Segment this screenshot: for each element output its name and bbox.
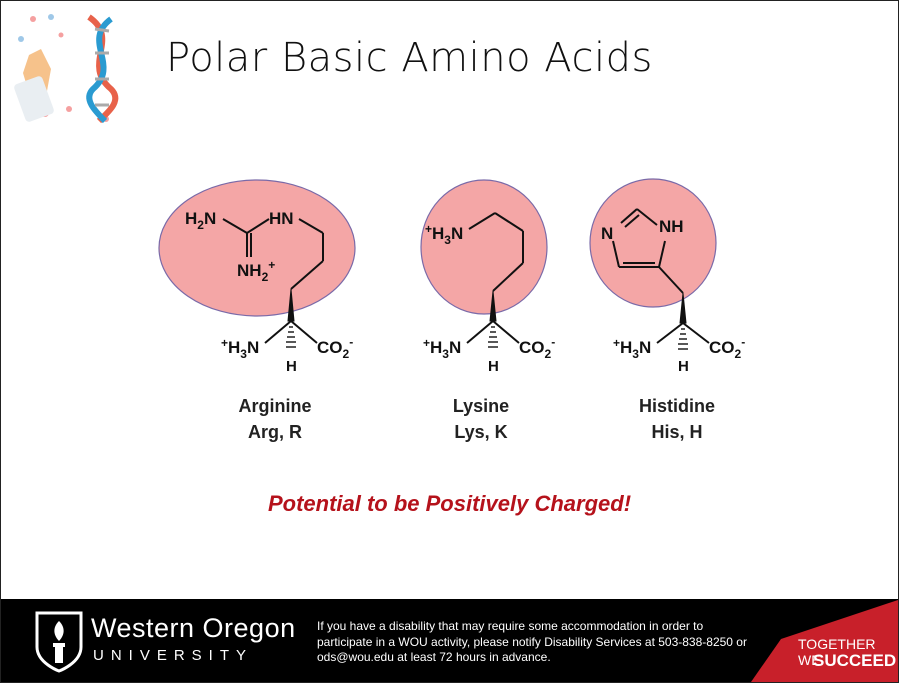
arginine-structure [222,218,324,348]
amino-name: Lysine [452,396,510,416]
footer: Western Oregon UNIVERSITY If you have a … [1,599,898,682]
lysine-label: Lysine Lys, K [401,393,561,445]
amino-acid-structures: H2N HN NH2+ +H3N CO2- H +H3N +H3N CO2- H [158,178,745,375]
badge-line-1: TOGETHER WE [798,636,876,668]
badge-shape [751,600,898,682]
tagline: Potential to be Positively Charged! [267,491,632,516]
histidine-structure [612,208,710,350]
disability-notice: If you have a disability that may requir… [317,619,747,664]
svg-text:CO2-: CO2- [519,335,555,361]
svg-text:CO2-: CO2- [709,335,745,361]
badge-line-2: SUCCEED [813,651,897,670]
svg-text:CO2-: CO2- [317,335,353,361]
university-name: Western Oregon [91,613,296,643]
svg-text:+H3N: +H3N [423,336,461,361]
svg-text:N: N [601,224,613,243]
amino-abbrev: Arg, R [248,422,302,442]
histidine-side-chain-highlight [589,178,717,308]
lysine-side-chain-highlight [420,179,548,315]
amino-abbrev: Lys, K [454,422,508,442]
svg-text:H: H [678,358,689,375]
svg-text:H: H [286,358,297,375]
slide-title: Polar Basic Amino Acids [166,35,653,81]
arginine-label: Arginine Arg, R [195,393,355,445]
amino-abbrev: His, H [651,422,703,442]
dna-hand-icon [14,14,119,124]
wou-torch-logo-icon [35,611,83,673]
svg-text:HN: HN [269,209,294,228]
amino-name: Arginine [238,396,312,416]
university-subtitle: UNIVERSITY [93,647,254,664]
arginine-side-chain-highlight [158,179,356,317]
lysine-structure [466,212,524,348]
svg-text:NH: NH [659,217,684,236]
amino-name: Histidine [638,396,715,416]
svg-text:H: H [488,358,499,375]
svg-text:+H3N: +H3N [425,222,463,247]
svg-text:+H3N: +H3N [221,336,259,361]
svg-text:+H3N: +H3N [613,336,651,361]
histidine-label: Histidine His, H [597,393,757,445]
svg-text:H2N: H2N [185,209,216,232]
